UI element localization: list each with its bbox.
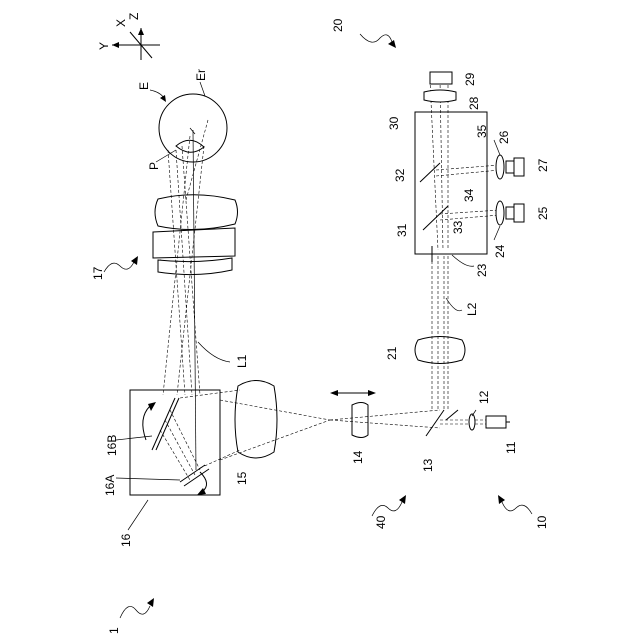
label-10: 10	[535, 515, 549, 529]
label-16B: 16B	[105, 435, 119, 456]
label-24: 24	[493, 244, 507, 258]
light-source-module-10: 11 12 13 10	[421, 390, 549, 529]
eye: E Er P	[137, 69, 227, 170]
label-29: 29	[463, 72, 477, 86]
label-12: 12	[477, 390, 491, 404]
label-E: E	[137, 82, 151, 90]
detection-unit-30: 30 35 32 34 31 33 23	[387, 80, 500, 277]
label-30: 30	[387, 116, 401, 130]
label-20: 20	[331, 18, 345, 32]
axis-y-label: Y	[97, 42, 111, 50]
label-14: 14	[351, 450, 365, 464]
label-34: 34	[462, 188, 476, 202]
axis-z-label: Z	[127, 13, 141, 20]
label-33: 33	[451, 220, 465, 234]
label-P: P	[147, 162, 161, 170]
coordinate-axes: Y X Z	[97, 13, 160, 60]
objective-lens-group-17: 17	[91, 195, 238, 280]
module-20: 20	[331, 18, 396, 48]
label-1: 1	[107, 627, 121, 634]
label-11: 11	[504, 441, 518, 454]
label-15: 15	[235, 471, 249, 485]
axis-x-label: X	[114, 19, 128, 27]
label-35: 35	[475, 124, 489, 138]
label-L2: L2	[465, 302, 479, 316]
label-13: 13	[421, 458, 435, 472]
label-31: 31	[395, 223, 409, 237]
label-27: 27	[536, 158, 550, 172]
label-32: 32	[393, 168, 407, 182]
label-28: 28	[467, 96, 481, 110]
label-25: 25	[536, 206, 550, 220]
label-16A: 16A	[103, 475, 117, 496]
lens-21-and-beam-L2: 21 L2	[385, 256, 479, 410]
label-17: 17	[91, 266, 105, 280]
label-16: 16	[119, 533, 133, 547]
label-Er: Er	[194, 69, 208, 81]
label-26: 26	[497, 130, 511, 144]
label-40: 40	[374, 515, 388, 529]
scanner-16: 16B 16A 16	[103, 390, 220, 547]
label-21: 21	[385, 346, 399, 360]
label-23: 23	[475, 263, 489, 277]
module-1: 1	[107, 598, 154, 634]
label-L1: L1	[235, 354, 249, 368]
lens-15: 15	[180, 381, 330, 486]
